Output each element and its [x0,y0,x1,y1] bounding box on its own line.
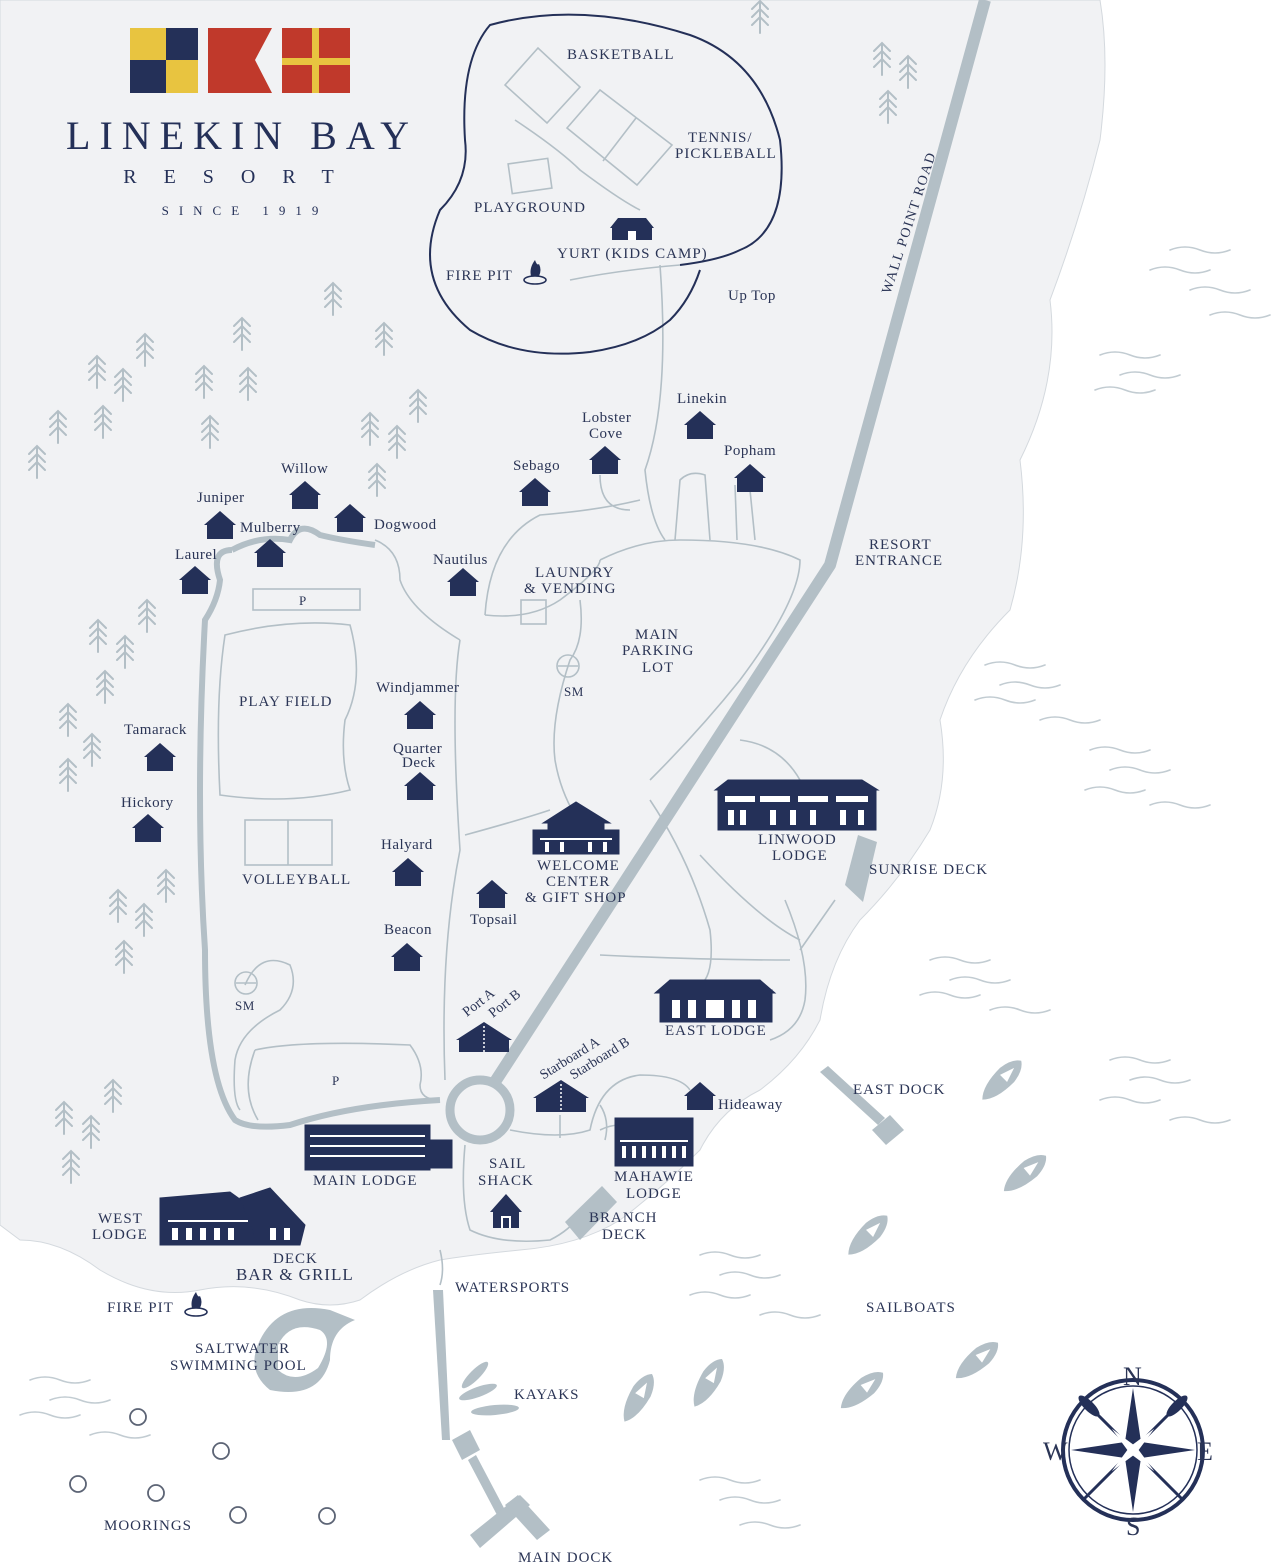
label-sail-2: SHACK [478,1173,534,1189]
label-resort-entrance-2: ENTRANCE [855,553,943,569]
docks [433,835,904,1548]
label-basketball: BASKETBALL [567,47,675,63]
label-east-dock: EAST DOCK [853,1082,946,1098]
label-kayaks: KAYAKS [514,1387,580,1403]
label-main-lodge: MAIN LODGE [313,1173,418,1189]
paths [374,264,836,1286]
label-popham: Popham [724,443,777,459]
kayaks [459,1361,519,1416]
label-linwood-2: LODGE [772,848,828,864]
brand-name: LINEKIN BAY [66,113,418,158]
label-playground: PLAYGROUND [474,200,586,216]
label-parking-1: P [299,593,307,608]
brand-flags [130,28,350,93]
label-deck: Deck [402,755,436,771]
label-pickleball: PICKLEBALL [675,146,777,162]
label-windjammer: Windjammer [376,680,460,696]
label-willow: Willow [281,461,329,477]
label-hideaway: Hideaway [718,1097,783,1113]
lodges [159,779,880,1246]
label-fire-pit-top: FIRE PIT [446,268,513,284]
cabins [132,218,766,1228]
label-welcome-2: CENTER [546,874,611,890]
label-linwood-1: LINWOOD [758,832,837,848]
label-parking-2: P [332,1073,340,1088]
label-deck-bar-1: DECK [273,1251,318,1267]
label-main-parking-3: LOT [642,660,675,676]
label-sm-1: SM [564,684,584,699]
label-beacon: Beacon [384,922,432,938]
label-moorings: MOORINGS [104,1518,193,1534]
label-sunrise-deck: SUNRISE DECK [869,862,989,878]
roundabout [445,1075,515,1145]
label-welcome-1: WELCOME [537,858,620,874]
label-sebago: Sebago [513,458,561,474]
label-laundry-1: LAUNDRY [535,565,615,581]
label-dogwood: Dogwood [374,517,437,533]
label-volleyball: VOLLEYBALL [242,872,352,888]
label-branch-1: BRANCH [589,1210,658,1226]
label-pool-1: SALTWATER [195,1341,291,1357]
compass-s: S [1126,1512,1141,1541]
label-tamarack: Tamarack [124,722,187,738]
label-west-1: WEST [98,1211,143,1227]
wall-point-road [474,0,991,1109]
label-quarter: Quarter [393,741,443,757]
label-branch-2: DECK [602,1227,647,1243]
label-topsail: Topsail [470,912,518,928]
label-yurt: YURT (KIDS CAMP) [557,246,708,262]
brand-sub: RESORT [123,166,361,188]
label-main-parking-1: MAIN [635,627,679,643]
label-west-2: LODGE [92,1227,148,1243]
compass-w: W [1043,1437,1068,1466]
compass-rose [1061,1378,1205,1522]
label-watersports: WATERSPORTS [455,1280,571,1296]
compass-n: N [1123,1362,1142,1391]
label-juniper: Juniper [197,490,245,506]
water-ripples [19,246,1271,1529]
land-area [0,0,1106,1306]
label-nautilus: Nautilus [433,552,488,568]
label-laurel: Laurel [175,547,218,563]
label-mahawie-2: LODGE [626,1186,682,1202]
label-east-lodge: EAST LODGE [665,1023,767,1039]
label-hickory: Hickory [121,795,174,811]
label-linekin: Linekin [677,391,728,407]
label-pool-2: SWIMMING POOL [170,1358,307,1374]
label-main-parking-2: PARKING [622,643,695,659]
loop-road [197,547,441,1130]
label-fire-pit-bottom: FIRE PIT [107,1300,174,1316]
label-sailboats: SAILBOATS [866,1300,956,1316]
label-tennis: TENNIS/ [688,130,753,146]
label-halyard: Halyard [381,837,433,853]
compass-e: E [1197,1437,1213,1466]
label-up-top: Up Top [728,288,776,304]
label-sm-2: SM [235,998,255,1013]
kids-camp-boundary [429,13,783,355]
fire-pit-icons [184,260,547,1317]
label-sail-1: SAIL [489,1156,527,1172]
label-play-field: PLAY FIELD [239,694,333,710]
label-resort-entrance-1: RESORT [869,537,932,553]
label-mahawie-1: MAHAWIE [614,1169,694,1185]
label-deck-bar-2: BAR & GRILL [236,1265,354,1284]
label-main-dock: MAIN DOCK [518,1550,614,1566]
sailboats [623,1060,1047,1422]
label-laundry-2: & VENDING [524,581,617,597]
label-welcome-3: & GIFT SHOP [525,890,627,906]
label-lobster: Lobster [582,410,632,426]
moorings [69,1408,336,1525]
label-cove: Cove [589,426,623,442]
trees [28,0,917,1184]
label-mulberry: Mulberry [240,520,301,536]
brand-since: SINCE 1919 [161,203,329,218]
